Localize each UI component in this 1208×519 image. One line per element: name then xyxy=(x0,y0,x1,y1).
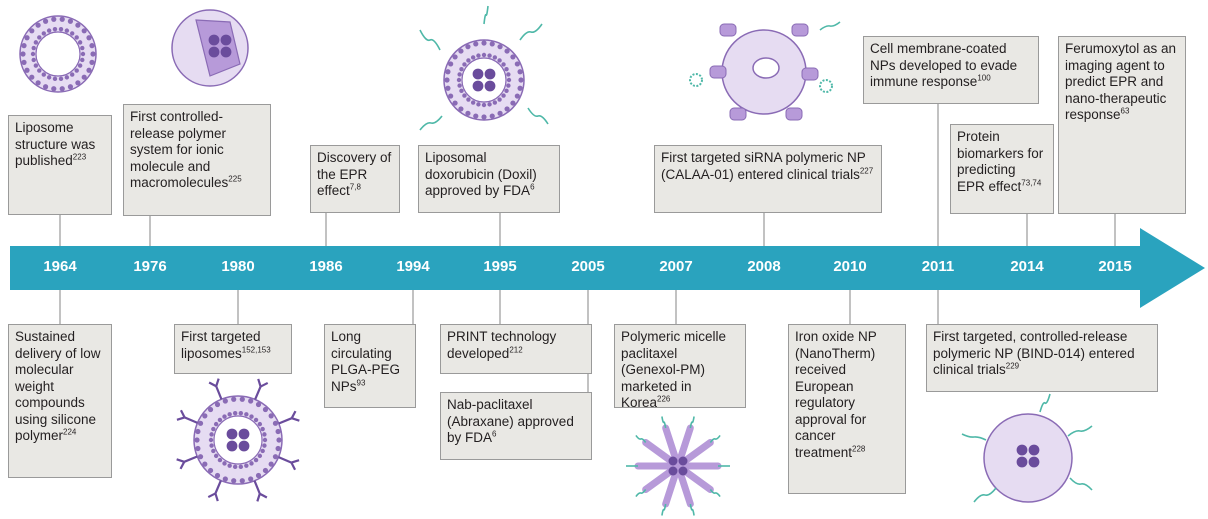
event-text: Liposomal doxorubicin (Doxil) approved b… xyxy=(425,150,537,198)
year-label-1995: 1995 xyxy=(483,258,517,275)
event-text: Long circulating PLGA-PEG NPs xyxy=(331,329,401,394)
event-text: Ferumoxytol as an imaging agent to predi… xyxy=(1065,41,1177,122)
year-label-2008: 2008 xyxy=(747,258,781,275)
event-ref: 100 xyxy=(977,73,991,83)
event-ref: 63 xyxy=(1120,106,1130,116)
event-text: PRINT technology developed xyxy=(447,329,557,361)
year-label-2010: 2010 xyxy=(833,258,867,275)
event-ref: 152,153 xyxy=(241,345,271,354)
targeted-liposome-icon xyxy=(176,378,300,502)
year-label-2015: 2015 xyxy=(1098,258,1132,275)
event-box-2011-bind014: First targeted, controlled-release polym… xyxy=(926,324,1158,392)
doxil-liposome-icon xyxy=(419,5,549,131)
event-box-1964-silicone: Sustained delivery of low molecular weig… xyxy=(8,324,112,478)
polymeric-micelle-icon xyxy=(626,416,730,516)
event-text: First targeted liposomes xyxy=(181,329,261,361)
liposome-ring-icon xyxy=(19,15,97,93)
event-text: Liposome structure was published xyxy=(15,120,96,168)
year-label-2014: 2014 xyxy=(1010,258,1044,275)
event-text: Polymeric micelle paclitaxel (Genexol-PM… xyxy=(621,329,727,410)
event-box-1995-doxil: Liposomal doxorubicin (Doxil) approved b… xyxy=(418,145,560,213)
event-ref: 224 xyxy=(63,427,77,437)
year-label-1980: 1980 xyxy=(221,258,255,275)
event-text: Protein biomarkers for predicting EPR ef… xyxy=(957,129,1044,194)
event-ref: 6 xyxy=(492,429,497,439)
year-label-2005: 2005 xyxy=(571,258,605,275)
year-label-1986: 1986 xyxy=(309,258,343,275)
event-box-1994-plga-peg: Long circulating PLGA-PEG NPs93 xyxy=(324,324,416,408)
event-ref: 7,8 xyxy=(349,182,361,192)
event-ref: 227 xyxy=(859,166,874,175)
year-label-1964: 1964 xyxy=(43,258,77,275)
year-label-1994: 1994 xyxy=(396,258,430,275)
event-box-2005-abraxane: Nab-paclitaxel (Abraxane) approved by FD… xyxy=(440,392,592,460)
event-text: Cell membrane-coated NPs developed to ev… xyxy=(870,41,1018,89)
event-box-1986-epr: Discovery of the EPR effect7,8 xyxy=(310,145,400,213)
event-box-2007-genexol: Polymeric micelle paclitaxel (Genexol-PM… xyxy=(614,324,746,410)
event-ref: 223 xyxy=(72,152,87,162)
event-ref: 212 xyxy=(509,345,523,354)
year-label-2011: 2011 xyxy=(921,258,955,275)
event-ref: 228 xyxy=(852,444,866,453)
event-text: First controlled-release polymer system … xyxy=(130,109,229,190)
event-text: Nab-paclitaxel (Abraxane) approved by FD… xyxy=(447,397,574,445)
event-text: First targeted, controlled-release polym… xyxy=(933,329,1135,377)
event-ref: 6 xyxy=(530,182,535,192)
event-box-2014-biomarkers: Protein biomarkers for predicting EPR ef… xyxy=(950,124,1054,214)
bind-nanoparticle-icon xyxy=(961,393,1093,503)
event-box-2010-nanotherm: Iron oxide NP (NanoTherm) received Europ… xyxy=(788,324,906,494)
polymer-sphere-icon xyxy=(171,9,249,87)
event-text: Iron oxide NP (NanoTherm) received Europ… xyxy=(795,329,877,460)
year-label-1976: 1976 xyxy=(133,258,167,275)
event-box-1980-targeted-liposomes: First targeted liposomes152,153 xyxy=(174,324,292,374)
year-label-2007: 2007 xyxy=(659,258,693,275)
event-text: First targeted siRNA polymeric NP (CALAA… xyxy=(661,150,866,182)
event-box-1995-print: PRINT technology developed212 xyxy=(440,324,592,374)
event-text: Discovery of the EPR effect xyxy=(317,150,392,198)
timeline-arrow xyxy=(10,228,1205,308)
sirna-nanoparticle-icon xyxy=(689,21,841,121)
event-ref: 225 xyxy=(228,174,242,184)
event-box-2015-ferumoxytol: Ferumoxytol as an imaging agent to predi… xyxy=(1058,36,1186,214)
event-ref: 226 xyxy=(657,394,671,404)
event-box-1964-liposome: Liposome structure was published223 xyxy=(8,115,112,215)
event-ref: 229 xyxy=(1005,361,1020,371)
event-box-2008-calaa01: First targeted siRNA polymeric NP (CALAA… xyxy=(654,145,882,213)
event-box-1976-polymer: First controlled-release polymer system … xyxy=(123,104,271,216)
event-ref: 73,74 xyxy=(1021,178,1042,187)
event-ref: 93 xyxy=(356,378,366,387)
event-box-2011-membrane: Cell membrane-coated NPs developed to ev… xyxy=(863,36,1039,104)
event-text: Sustained delivery of low molecular weig… xyxy=(15,329,101,443)
